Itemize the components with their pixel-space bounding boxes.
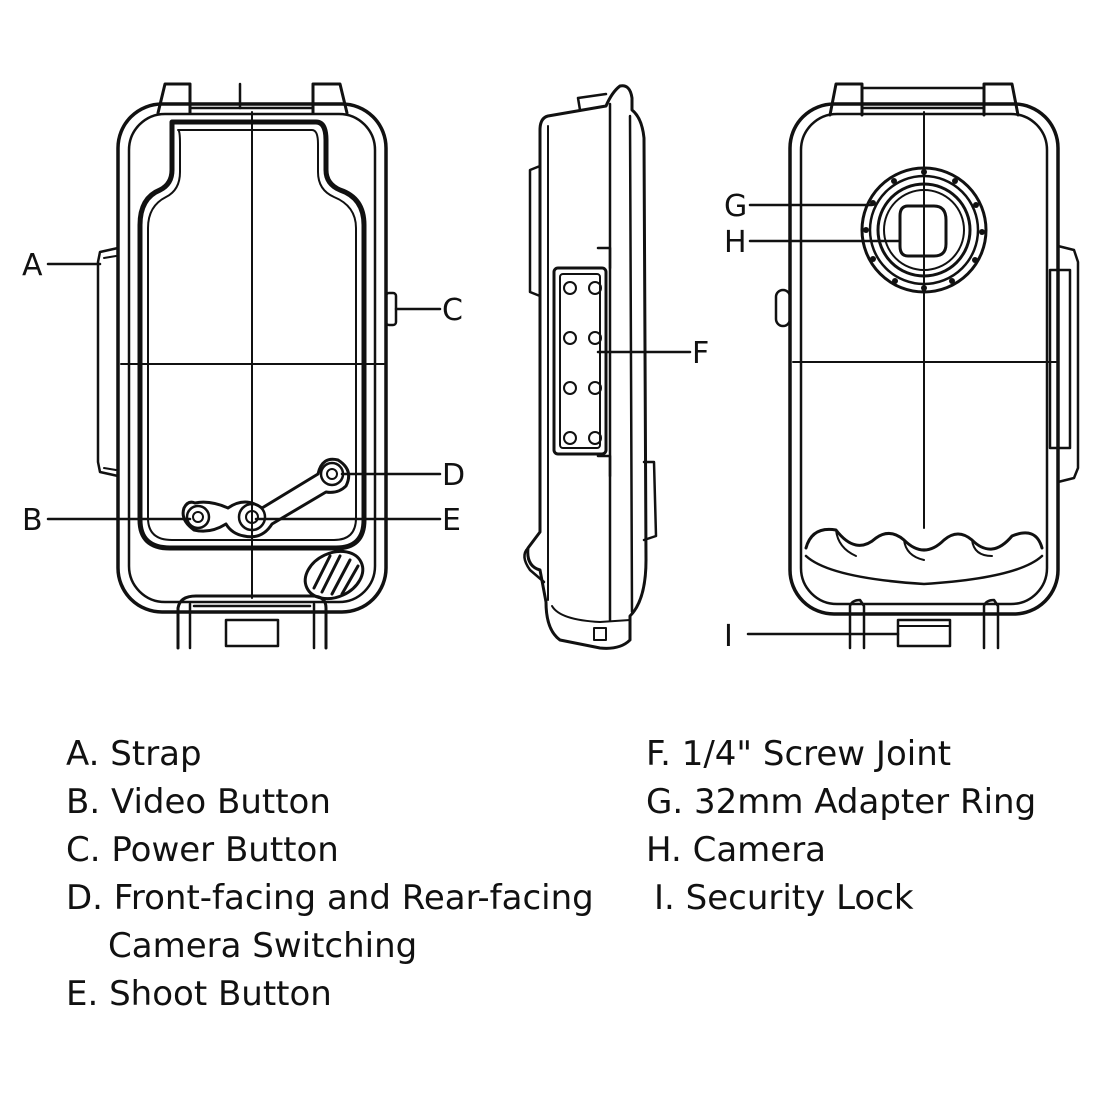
callout-e: E — [442, 503, 461, 538]
callout-h: H — [724, 225, 747, 260]
legend-item-d-continued: Camera Switching — [108, 926, 418, 966]
callout-i: I — [724, 619, 733, 654]
callout-a: A — [22, 248, 43, 283]
side-view — [523, 84, 658, 650]
legend-item-a: A. Strap — [66, 734, 202, 774]
legend-right: F. 1/4" Screw Joint G. 32mm Adapter Ring… — [646, 730, 1036, 922]
leader-lines — [46, 203, 902, 636]
legend-item-f: F. 1/4" Screw Joint — [646, 734, 952, 774]
callout-c: C — [442, 293, 463, 328]
legend-item-i: I. Security Lock — [654, 878, 914, 918]
legend-item-h: H. Camera — [646, 830, 827, 870]
case-diagram: A B C D E F G H I — [22, 82, 1080, 654]
back-view — [774, 82, 1080, 650]
legend-item-d: D. Front-facing and Rear-facing — [66, 878, 594, 918]
callout-d: D — [442, 458, 465, 493]
legend-item-b: B. Video Button — [66, 782, 331, 822]
legend-item-e: E. Shoot Button — [66, 974, 332, 1014]
callout-f: F — [692, 336, 709, 371]
front-view — [96, 82, 398, 650]
legend-item-g: G. 32mm Adapter Ring — [646, 782, 1037, 822]
legend-item-c: C. Power Button — [66, 830, 339, 870]
callout-g: G — [724, 189, 747, 224]
legend-left: A. Strap B. Video Button C. Power Button… — [66, 730, 594, 1018]
callout-b: B — [22, 503, 43, 538]
